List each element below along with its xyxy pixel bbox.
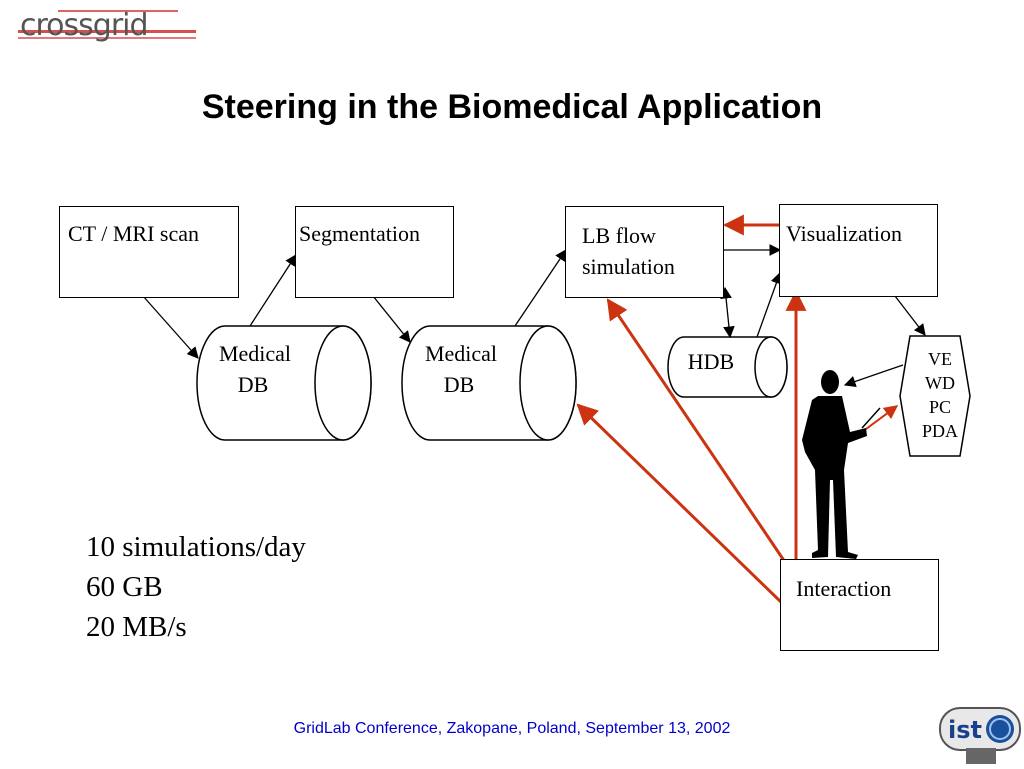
medical-db-2-label: Medical DB — [411, 338, 511, 400]
arrow-db2-to-lbflow — [514, 249, 567, 327]
hdb-cylinder — [667, 336, 788, 398]
arrow-devices-to-person — [843, 364, 904, 388]
stats-simulations-per-day: 10 simulations/day — [86, 531, 306, 563]
segmentation-label: Segmentation — [299, 221, 420, 246]
lb-flow-label-line2: simulation — [582, 254, 675, 279]
stats-block: 10 simulations/day 60 GB 20 MB/s — [86, 527, 306, 647]
arrow-hdb-to-visualization — [756, 271, 782, 338]
medical-db-2-label-line1: Medical — [424, 341, 498, 366]
ct-mri-scan-box: CT / MRI scan — [59, 206, 239, 298]
arrow-visualization-to-devices — [894, 295, 926, 336]
ist-logo-graphic: ist — [939, 707, 1021, 764]
logo-text: crossgrid — [20, 8, 148, 43]
lb-flow-label-line1: LB flow — [582, 223, 656, 248]
ist-logo: ist — [938, 700, 1022, 764]
medical-db-1-label-line1: Medical — [218, 341, 292, 366]
device-wd-label: WD — [925, 373, 955, 393]
devices-hexagon — [899, 335, 971, 457]
interaction-box: Interaction — [780, 559, 939, 651]
device-pc-label: PC — [928, 397, 952, 417]
crossgrid-logo-graphic: crossgrid — [18, 8, 196, 43]
stats-storage-size: 60 GB — [86, 571, 163, 603]
medical-db-2-cylinder — [401, 325, 577, 441]
steer-arrow-person-to-devices — [861, 405, 899, 433]
stats-bandwidth: 20 MB/s — [86, 611, 187, 643]
hdb-label: HDB — [687, 349, 735, 374]
footer-text: GridLab Conference, Zakopane, Poland, Se… — [293, 720, 731, 737]
arrow-db1-to-segmentation — [249, 254, 297, 327]
device-ve-label: VE — [928, 349, 952, 369]
lb-flow-simulation-box: LB flow simulation — [565, 206, 724, 298]
steer-arrow-interaction-to-db2 — [576, 403, 784, 605]
devices-label: VE WD PC PDA — [912, 347, 968, 443]
steer-arrow-interaction-to-lbflow — [606, 298, 789, 566]
crossgrid-logo: crossgrid — [18, 8, 198, 44]
medical-db-1-label: Medical DB — [205, 338, 305, 400]
medical-db-1-cylinder — [196, 325, 372, 441]
user-silhouette-icon — [802, 370, 881, 559]
medical-db-2-label-line2: DB — [443, 372, 475, 397]
arrow-segmentation-to-db2 — [372, 295, 411, 343]
interaction-label: Interaction — [796, 576, 892, 601]
visualization-label: Visualization — [786, 221, 902, 246]
medical-db-1-label-line2: DB — [237, 372, 269, 397]
ct-mri-scan-label: CT / MRI scan — [68, 221, 199, 246]
segmentation-box: Segmentation — [295, 206, 454, 298]
ist-logo-text: ist — [948, 716, 982, 744]
page-title: Steering in the Biomedical Application — [201, 88, 823, 126]
arrow-ct-to-db1 — [142, 295, 199, 359]
visualization-box: Visualization — [779, 204, 938, 297]
arrow-lbflow-hdb-bidirectional — [720, 286, 735, 339]
device-pda-label: PDA — [921, 421, 958, 441]
